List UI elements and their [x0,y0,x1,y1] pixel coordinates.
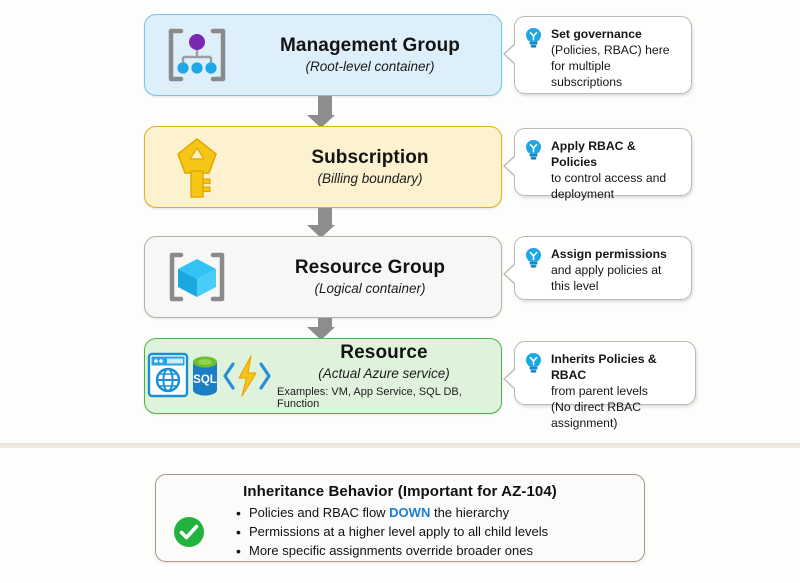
callout-line: and apply policies at [551,263,662,278]
level-subtitle: (Actual Azure service) [318,366,450,382]
resource-group-cube-icon [145,237,249,317]
inheritance-bullet-list: Policies and RBAC flow DOWN the hierarch… [222,503,549,561]
callout-line: from parent levels [551,384,648,399]
level-text-resource: Resource (Actual Azure service) Examples… [277,342,501,410]
panel-body: Policies and RBAC flow DOWN the hierarch… [156,503,644,561]
bullet-post: the hierarchy [430,505,510,520]
level-text-subscription: Subscription (Billing boundary) [249,147,501,186]
svg-text:SQL: SQL [193,374,217,386]
callout-management-group[interactable]: Set governance (Policies, RBAC) here for… [503,16,692,94]
callout-line: to control access and [551,171,667,186]
level-box-management-group[interactable]: Management Group (Root-level container) [144,14,502,96]
list-item: More specific assignments override broad… [236,541,548,561]
management-group-icon [145,15,249,95]
callout-heading: Apply RBAC & Policies [551,139,636,170]
callout-resource-group[interactable]: Assign permissions and apply policies at… [503,236,692,300]
callout-line: deployment [551,187,615,202]
callout-resource[interactable]: Inherits Policies & RBAC from parent lev… [503,341,696,430]
sql-database-icon: SQL [193,356,217,396]
bullet-pre: Permissions at a higher level apply to a… [249,523,549,539]
azure-services-icons: SQL [145,339,277,413]
level-box-resource-group[interactable]: Resource Group (Logical container) [144,236,502,318]
callout-line: for multiple subscriptions [551,59,623,90]
lightbulb-icon [524,27,544,49]
bullet-pre: More specific assignments override broad… [249,542,533,558]
level-subtitle: (Root-level container) [305,59,435,75]
callout-line: this level [551,279,599,294]
callout-subscription[interactable]: Apply RBAC & Policies to control access … [503,128,692,201]
green-check-circle-icon [156,515,222,549]
callout-heading: Set governance [551,27,642,41]
lightbulb-icon [524,247,544,269]
section-divider [0,443,800,448]
callout-line: (No direct RBAC assignment) [551,400,642,431]
lightbulb-icon [524,139,544,161]
callout-line: (Policies, RBAC) here [551,43,670,58]
level-row-subscription: Subscription (Billing boundary) [144,126,502,208]
level-title: Subscription [311,147,429,169]
level-row-management-group: Management Group (Root-level container) [144,14,502,96]
level-box-resource[interactable]: SQL Resource (Actual Azure service) Exam… [144,338,502,414]
callout-text: Inherits Policies & RBAC from parent lev… [551,351,685,431]
level-text-management-group: Management Group (Root-level container) [249,35,501,74]
list-item: Permissions at a higher level apply to a… [236,522,549,542]
arrow-mg-to-subscription [307,96,335,128]
callout-text: Set governance (Policies, RBAC) here for… [551,26,681,90]
app-service-icon [147,352,189,398]
inheritance-behavior-panel: Inheritance Behavior (Important for AZ-1… [155,474,645,562]
callout-text: Assign permissions and apply policies at… [551,246,667,294]
level-row-resource-group: Resource Group (Logical container) [144,236,502,318]
level-title: Resource Group [294,257,446,279]
list-item: Policies and RBAC flow DOWN the hierarch… [236,503,548,523]
key-icon [145,127,249,207]
level-title: Management Group [279,35,460,57]
panel-title: Inheritance Behavior (Important for AZ-1… [243,483,557,500]
level-subtitle: (Billing boundary) [317,171,423,187]
level-title: Resource [340,342,428,364]
level-row-resource: SQL Resource (Actual Azure service) Exam… [144,338,502,414]
callout-text: Apply RBAC & Policies to control access … [551,138,681,202]
level-text-resource-group: Resource Group (Logical container) [249,257,501,296]
lightbulb-icon [524,352,544,374]
level-subtitle: (Logical container) [314,281,426,297]
bullet-pre: Policies and RBAC flow [249,505,390,520]
bullet-highlight: DOWN [389,505,431,520]
callout-heading: Inherits Policies & RBAC [551,352,657,383]
level-box-subscription[interactable]: Subscription (Billing boundary) [144,126,502,208]
callout-heading: Assign permissions [551,247,667,261]
function-icon [223,355,271,397]
arrow-rg-to-resource [307,318,335,340]
arrow-subscription-to-rg [307,208,335,238]
level-examples: Examples: VM, App Service, SQL DB, Funct… [277,385,462,410]
